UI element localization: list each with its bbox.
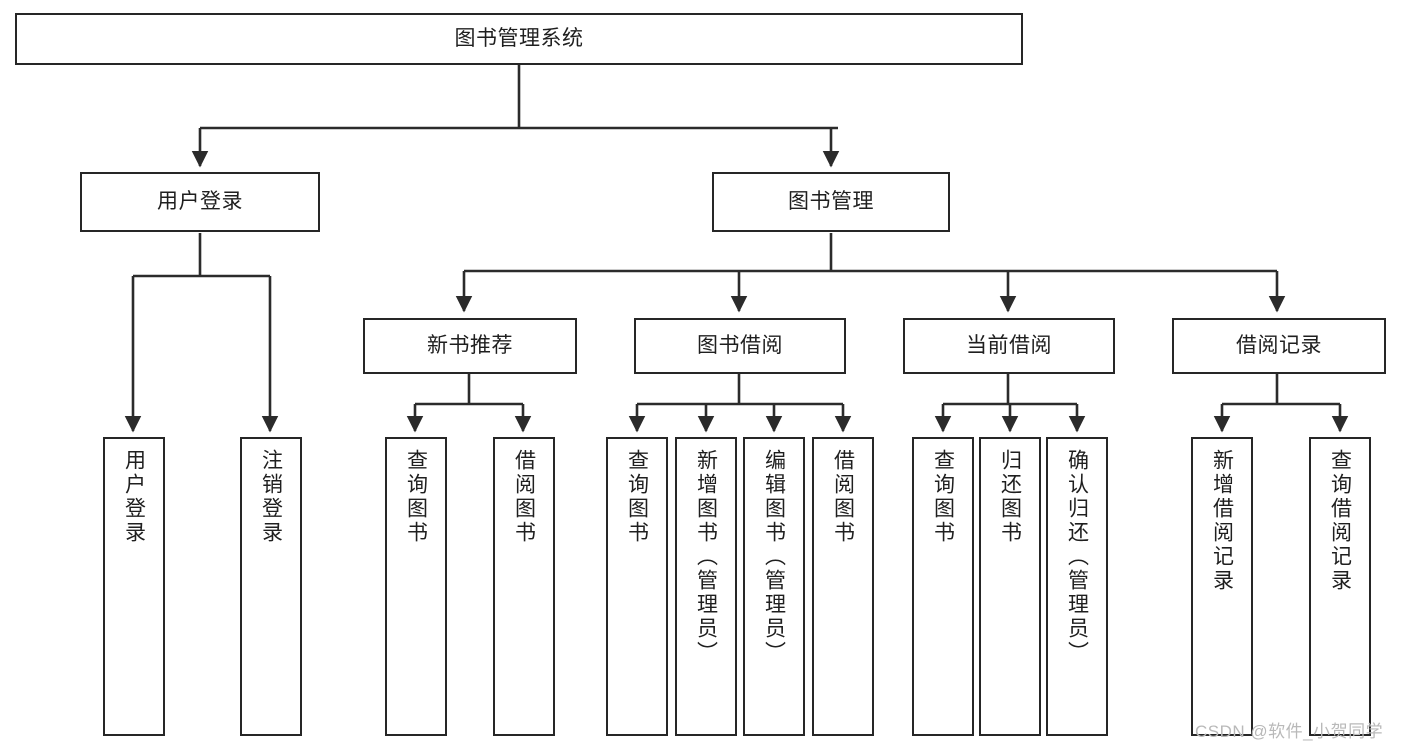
node-borrow-record[interactable]: 借阅记录: [1172, 318, 1386, 374]
leaf-user-login-1[interactable]: 用户登录: [103, 437, 165, 736]
leaf-user-login-2-label: 注销登录: [259, 449, 283, 545]
leaf-borrow-record-2-label: 查询借阅记录: [1328, 449, 1352, 593]
node-borrow-record-label: 借阅记录: [1236, 333, 1322, 357]
leaf-book-borrow-4-label: 借阅图书: [831, 449, 855, 545]
leaf-book-borrow-3[interactable]: 编辑图书（管理员）: [743, 437, 805, 736]
node-new-book-recommend-label: 新书推荐: [427, 333, 513, 357]
node-current-borrow[interactable]: 当前借阅: [903, 318, 1115, 374]
node-book-manage-label: 图书管理: [788, 189, 874, 213]
leaf-current-borrow-3-label: 确认归还（管理员）: [1065, 449, 1089, 665]
leaf-current-borrow-2-label: 归还图书: [998, 449, 1022, 545]
leaf-new-book-1[interactable]: 查询图书: [385, 437, 447, 736]
leaf-borrow-record-1[interactable]: 新增借阅记录: [1191, 437, 1253, 736]
leaf-book-borrow-1-label: 查询图书: [625, 449, 649, 545]
node-book-borrow-label: 图书借阅: [697, 333, 783, 357]
node-book-borrow[interactable]: 图书借阅: [634, 318, 846, 374]
leaf-new-book-2-label: 借阅图书: [512, 449, 536, 545]
leaf-borrow-record-2[interactable]: 查询借阅记录: [1309, 437, 1371, 736]
leaf-book-borrow-4[interactable]: 借阅图书: [812, 437, 874, 736]
node-new-book-recommend[interactable]: 新书推荐: [363, 318, 577, 374]
node-user-login-label: 用户登录: [157, 189, 243, 213]
leaf-book-borrow-1[interactable]: 查询图书: [606, 437, 668, 736]
leaf-current-borrow-3[interactable]: 确认归还（管理员）: [1046, 437, 1108, 736]
node-user-login[interactable]: 用户登录: [80, 172, 320, 232]
node-current-borrow-label: 当前借阅: [966, 333, 1052, 357]
node-book-manage[interactable]: 图书管理: [712, 172, 950, 232]
leaf-book-borrow-2-label: 新增图书（管理员）: [694, 449, 718, 665]
leaf-user-login-2[interactable]: 注销登录: [240, 437, 302, 736]
leaf-user-login-1-label: 用户登录: [122, 449, 146, 545]
leaf-current-borrow-1-label: 查询图书: [931, 449, 955, 545]
node-root[interactable]: 图书管理系统: [15, 13, 1023, 65]
leaf-new-book-1-label: 查询图书: [404, 449, 428, 545]
leaf-book-borrow-3-label: 编辑图书（管理员）: [762, 449, 786, 665]
leaf-current-borrow-2[interactable]: 归还图书: [979, 437, 1041, 736]
leaf-borrow-record-1-label: 新增借阅记录: [1210, 449, 1234, 593]
csdn-watermark: CSDN @软件_小贺同学: [1195, 722, 1384, 741]
leaf-new-book-2[interactable]: 借阅图书: [493, 437, 555, 736]
leaf-book-borrow-2[interactable]: 新增图书（管理员）: [675, 437, 737, 736]
leaf-current-borrow-1[interactable]: 查询图书: [912, 437, 974, 736]
node-root-label: 图书管理系统: [454, 26, 584, 50]
